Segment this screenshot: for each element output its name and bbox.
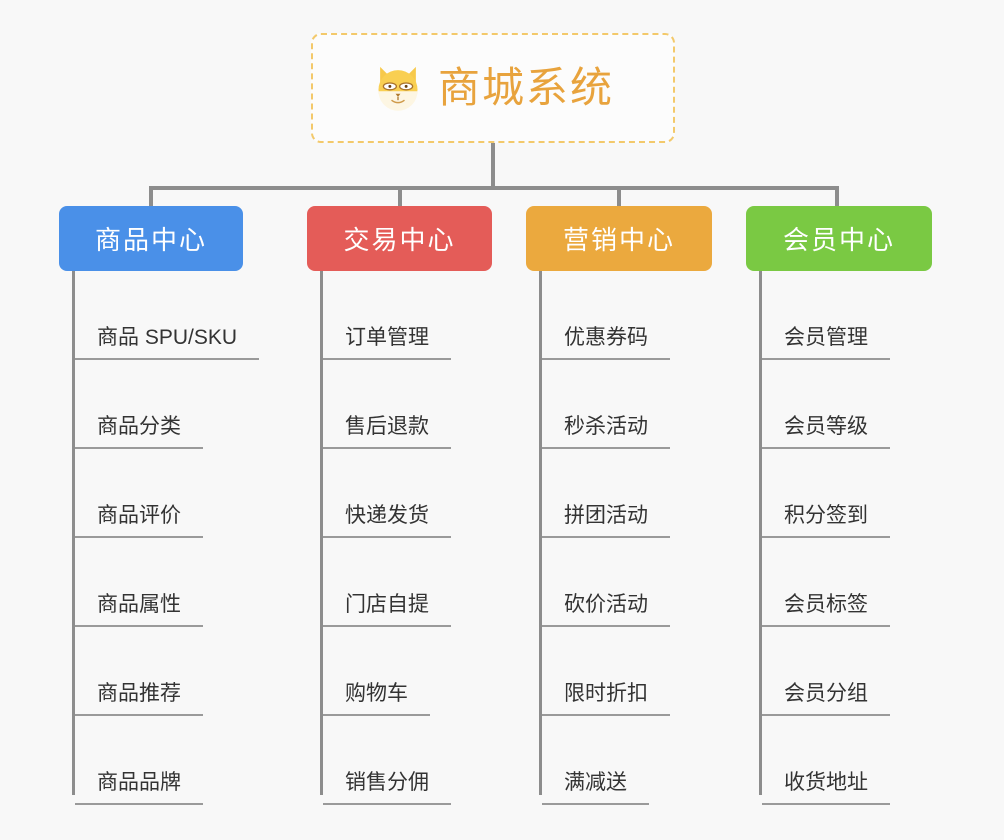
branch-spine-0 [72,271,75,795]
list-item[interactable]: 积分签到 [759,449,932,538]
root-node[interactable]: 商城系统 [311,33,675,143]
leaf-label: 会员标签 [762,588,890,627]
leaf-label: 拼团活动 [542,499,670,538]
list-item[interactable]: 售后退款 [320,360,492,449]
list-item[interactable]: 商品分类 [72,360,243,449]
leaf-label: 满减送 [542,766,649,805]
root-title: 商城系统 [437,64,614,111]
leaf-label: 商品推荐 [75,677,203,716]
branch-spine-1 [320,271,323,795]
list-item[interactable]: 限时折扣 [539,627,712,716]
branch-2: 优惠券码 秒杀活动 拼团活动 砍价活动 限时折扣 满减送 [526,271,712,805]
category-column-会员中心: 会员中心 会员管理 会员等级 积分签到 会员标签 会员分组 收货地址 [746,206,932,805]
list-item[interactable]: 砍价活动 [539,538,712,627]
leaf-label: 商品品牌 [75,766,203,805]
leaf-label: 会员分组 [762,677,890,716]
list-item[interactable]: 商品 SPU/SKU [72,271,260,360]
list-item[interactable]: 会员管理 [759,271,932,360]
category-column-商品中心: 商品中心 商品 SPU/SKU 商品分类 商品评价 商品属性 商品推荐 商品品牌 [59,206,260,805]
branch-3: 会员管理 会员等级 积分签到 会员标签 会员分组 收货地址 [746,271,932,805]
list-item[interactable]: 收货地址 [759,716,932,805]
category-column-交易中心: 交易中心 订单管理 售后退款 快递发货 门店自提 购物车 销售分佣 [307,206,492,805]
list-item[interactable]: 秒杀活动 [539,360,712,449]
leaf-label: 会员管理 [762,321,890,360]
list-item[interactable]: 快递发货 [320,449,492,538]
leaf-label: 积分签到 [762,499,890,538]
list-item[interactable]: 商品推荐 [72,627,243,716]
leaf-label: 收货地址 [762,766,890,805]
leaf-label: 商品 SPU/SKU [75,321,260,360]
branch-1: 订单管理 售后退款 快递发货 门店自提 购物车 销售分佣 [307,271,492,805]
leaf-label: 门店自提 [323,588,451,627]
connector-drop-2 [617,186,621,208]
shiba-dog-face-icon [372,62,424,114]
category-header-1[interactable]: 交易中心 [307,206,492,271]
list-item[interactable]: 商品品牌 [72,716,243,805]
list-item[interactable]: 优惠券码 [539,271,712,360]
category-header-3[interactable]: 会员中心 [746,206,932,271]
leaf-label: 会员等级 [762,410,890,449]
connector-horizontal-bar [149,186,839,190]
leaf-label: 快递发货 [323,499,451,538]
leaf-label: 优惠券码 [542,321,670,360]
list-item[interactable]: 拼团活动 [539,449,712,538]
leaf-label: 销售分佣 [323,766,451,805]
leaf-label: 商品评价 [75,499,203,538]
list-item[interactable]: 满减送 [539,716,712,805]
leaf-label: 购物车 [323,677,430,716]
list-item[interactable]: 订单管理 [320,271,492,360]
connector-drop-1 [398,186,402,208]
leaf-label: 商品属性 [75,588,203,627]
leaf-label: 限时折扣 [542,677,670,716]
list-item[interactable]: 购物车 [320,627,492,716]
branch-0: 商品 SPU/SKU 商品分类 商品评价 商品属性 商品推荐 商品品牌 [59,271,260,805]
category-column-营销中心: 营销中心 优惠券码 秒杀活动 拼团活动 砍价活动 限时折扣 满减送 [526,206,712,805]
leaf-label: 售后退款 [323,410,451,449]
list-item[interactable]: 门店自提 [320,538,492,627]
category-header-0[interactable]: 商品中心 [59,206,243,271]
connector-drop-0 [149,186,153,208]
leaf-label: 秒杀活动 [542,410,670,449]
list-item[interactable]: 会员等级 [759,360,932,449]
branch-spine-3 [759,271,762,795]
branch-spine-2 [539,271,542,795]
list-item[interactable]: 会员分组 [759,627,932,716]
list-item[interactable]: 商品属性 [72,538,243,627]
leaf-label: 商品分类 [75,410,203,449]
list-item[interactable]: 会员标签 [759,538,932,627]
list-item[interactable]: 销售分佣 [320,716,492,805]
category-header-2[interactable]: 营销中心 [526,206,712,271]
leaf-label: 砍价活动 [542,588,670,627]
leaf-label: 订单管理 [323,321,451,360]
connector-root-trunk [491,143,495,188]
list-item[interactable]: 商品评价 [72,449,243,538]
connector-drop-3 [835,186,839,208]
